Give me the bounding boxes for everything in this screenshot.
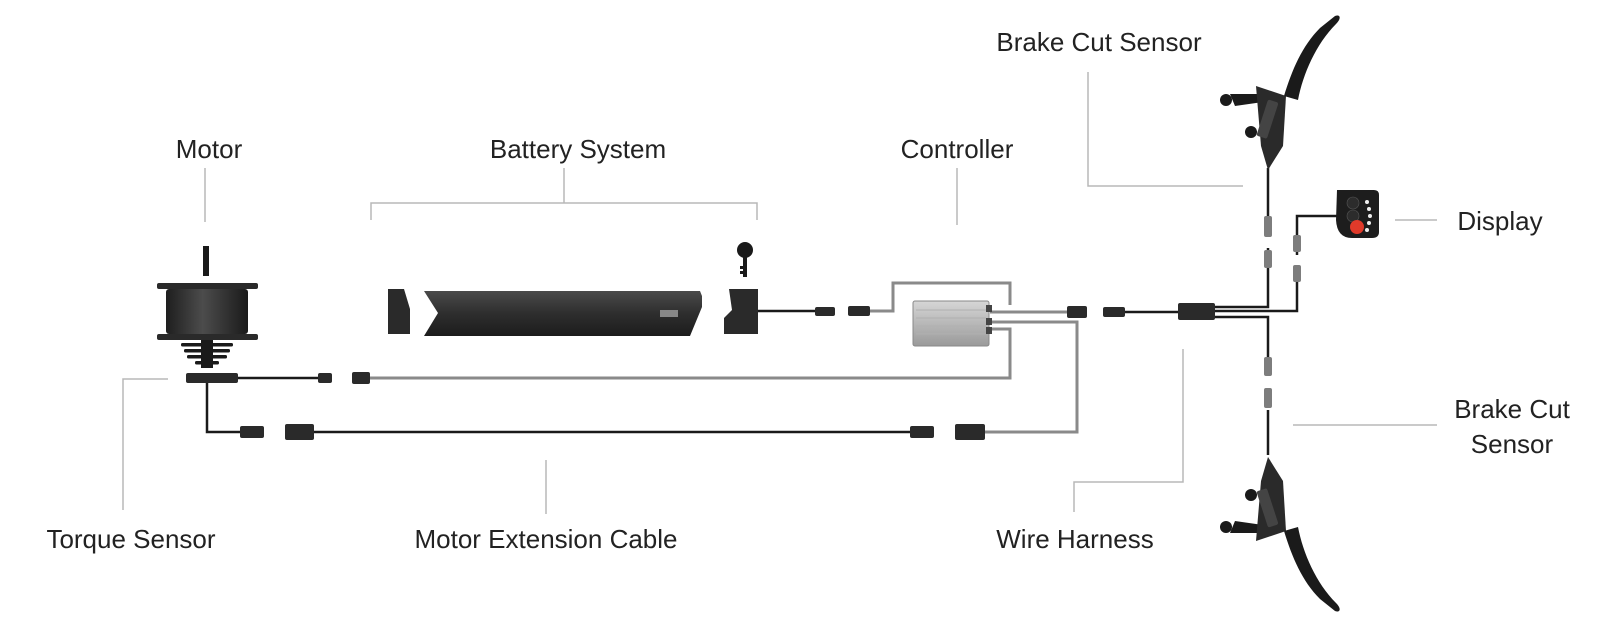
label-wire-harness: Wire Harness xyxy=(996,524,1153,554)
label-motor-extension-cable: Motor Extension Cable xyxy=(414,524,677,554)
battery-system xyxy=(388,289,758,336)
torque-sensor xyxy=(186,373,238,383)
label-display: Display xyxy=(1457,206,1542,236)
label-battery-system: Battery System xyxy=(490,134,666,164)
label-torque-sensor: Torque Sensor xyxy=(46,524,215,554)
label-controller: Controller xyxy=(901,134,1014,164)
connectors xyxy=(240,216,1301,440)
leader-lines xyxy=(122,72,1437,514)
key-icon xyxy=(737,242,753,277)
label-brake-cut-sensor-top: Brake Cut Sensor xyxy=(996,27,1202,57)
label-brake-cut-sensor-bottom-line2: Sensor xyxy=(1471,429,1554,459)
controller xyxy=(912,300,992,347)
lcd-display xyxy=(1336,190,1379,238)
brake-lever-bottom xyxy=(1220,457,1340,612)
cables xyxy=(205,168,1337,455)
label-motor: Motor xyxy=(176,134,243,164)
label-brake-cut-sensor-bottom-line1: Brake Cut xyxy=(1454,394,1570,424)
motor xyxy=(157,246,258,368)
labels: Motor Battery System Controller Brake Cu… xyxy=(46,27,1570,554)
brake-lever-top xyxy=(1220,15,1340,170)
